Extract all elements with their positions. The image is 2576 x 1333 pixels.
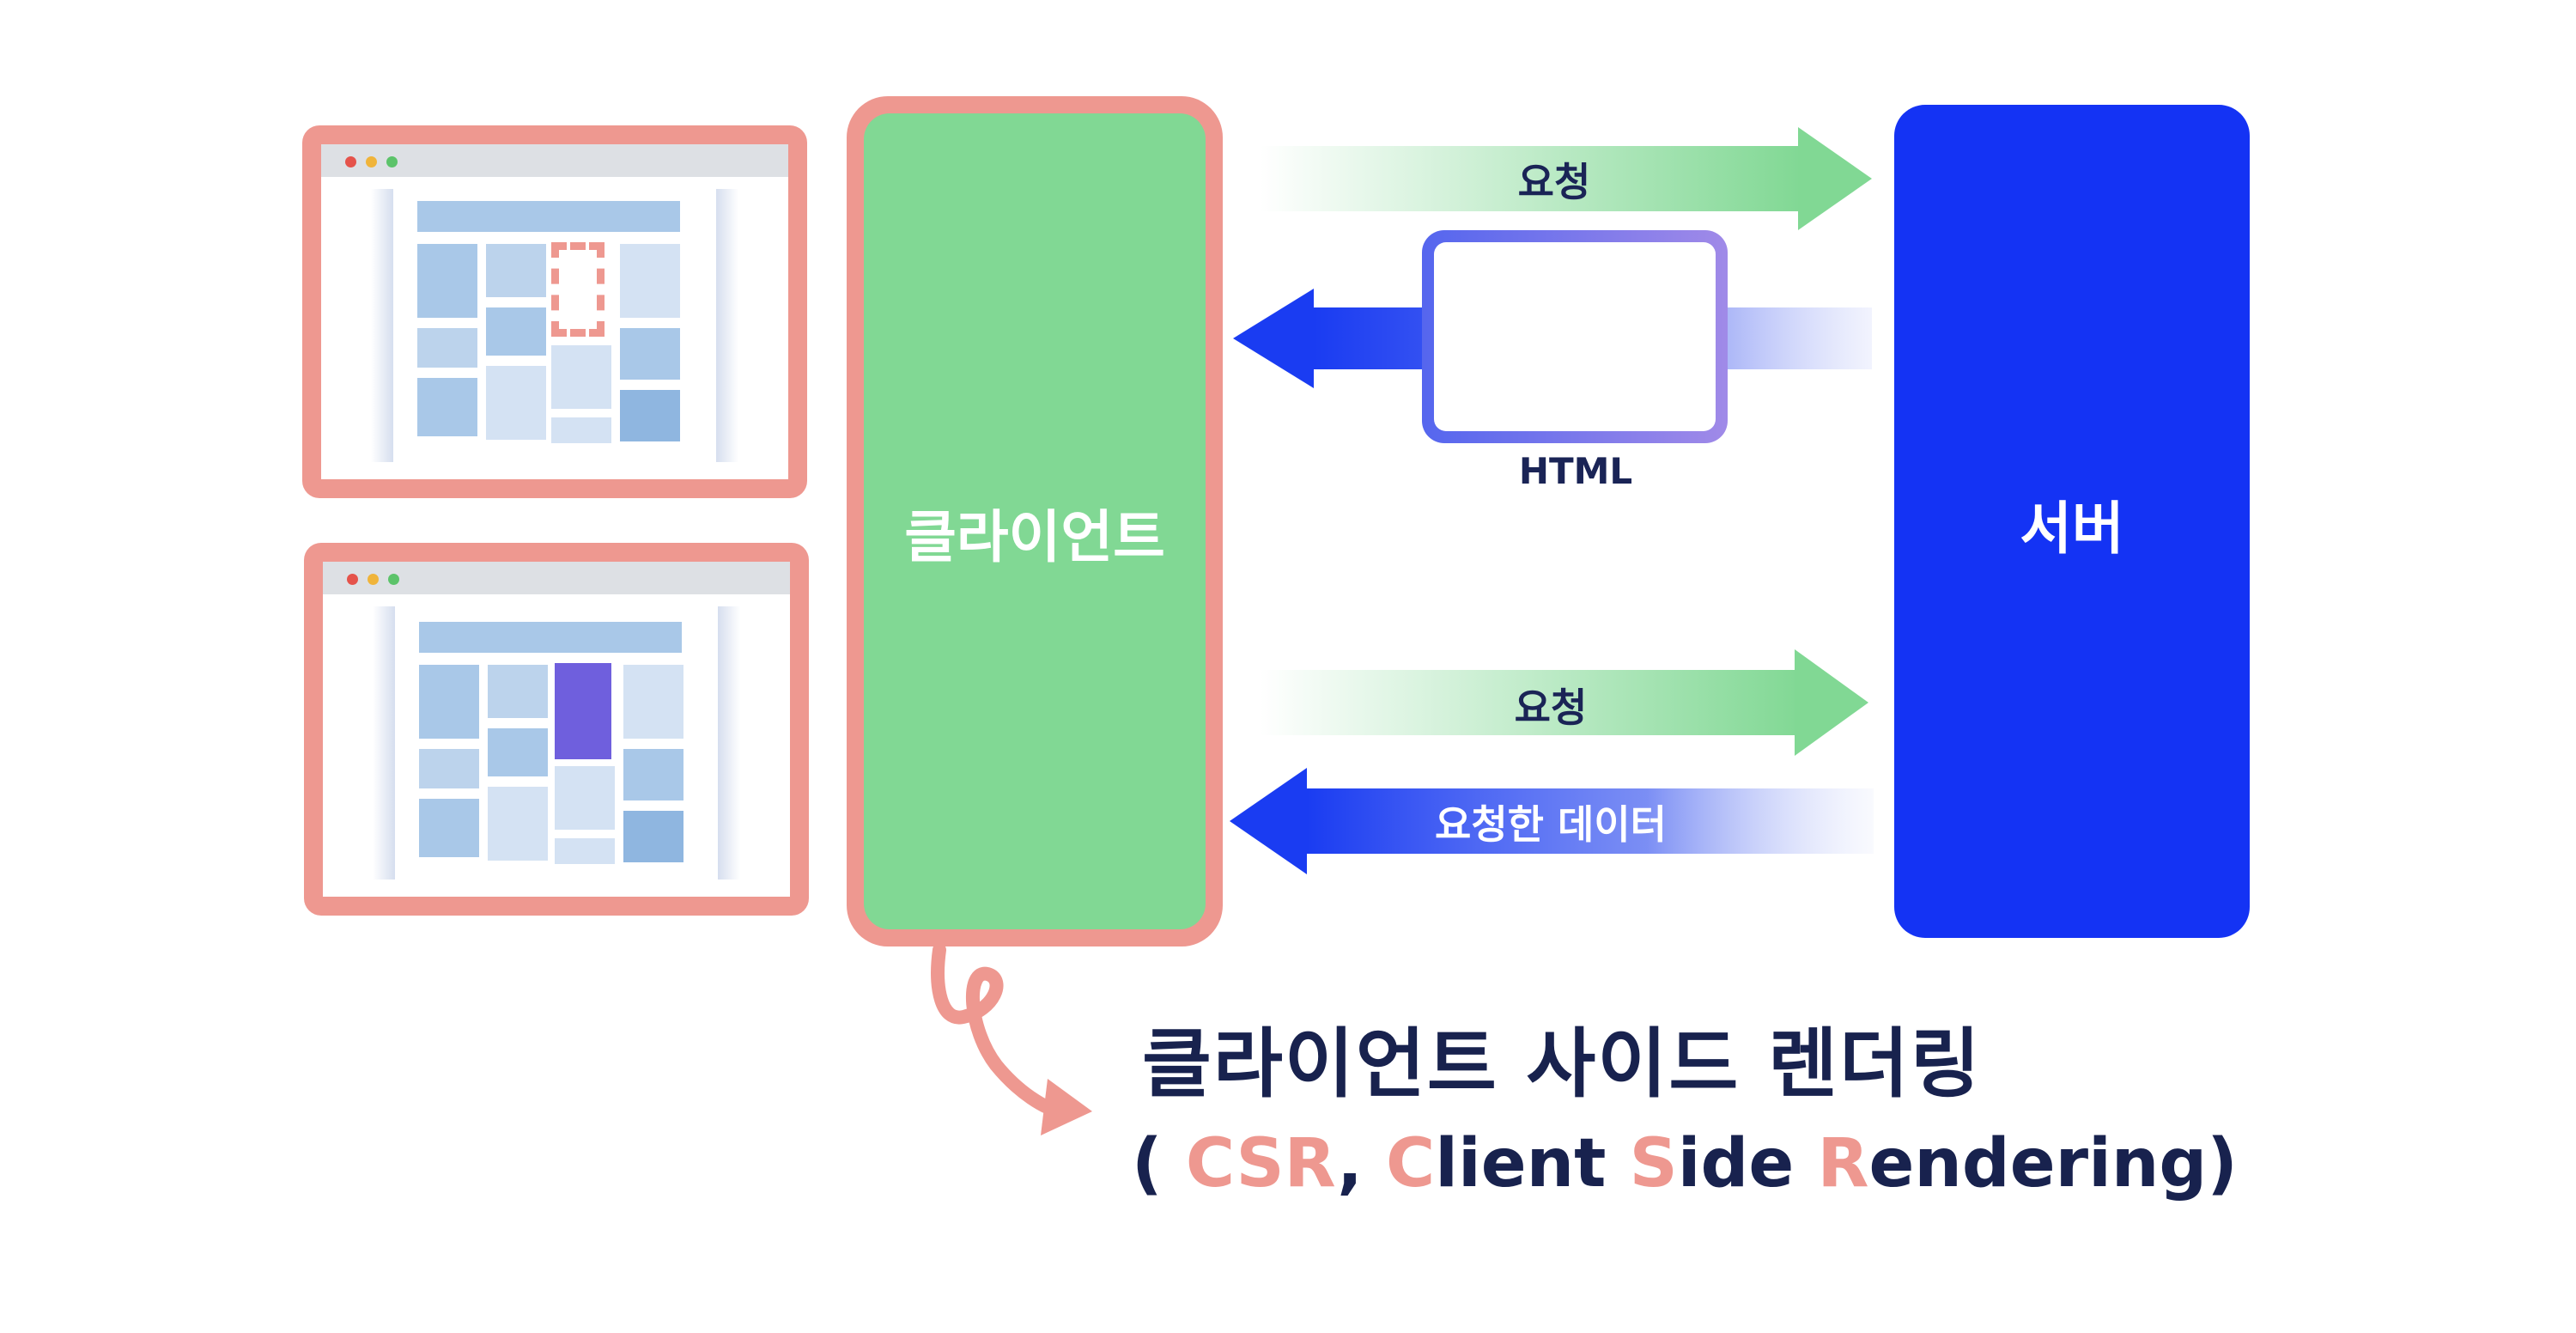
server-box: 서버 bbox=[1894, 105, 2250, 938]
client-box: 클라이언트 bbox=[847, 96, 1223, 946]
html-document-card bbox=[1422, 230, 1728, 443]
content-block bbox=[419, 665, 479, 739]
content-block bbox=[417, 328, 477, 368]
page-header-block bbox=[417, 201, 680, 232]
caption-title: 클라이언트 사이드 렌더링 bbox=[1142, 1020, 1982, 1108]
content-block bbox=[620, 244, 680, 318]
content-block bbox=[620, 390, 680, 441]
caption-subtitle: ( CSR, Client Side Rendering) bbox=[1132, 1125, 2238, 1202]
content-block bbox=[623, 665, 683, 739]
subtitle-s: S bbox=[1629, 1125, 1678, 1202]
request-label-top: 요청 bbox=[1517, 159, 1591, 205]
content-block bbox=[486, 366, 546, 440]
rendered-data-block bbox=[555, 663, 611, 759]
content-block bbox=[419, 799, 479, 857]
subtitle-comma: , bbox=[1337, 1125, 1386, 1202]
browser-window-before bbox=[302, 125, 807, 498]
page-shadow-left bbox=[371, 189, 393, 462]
content-block bbox=[555, 766, 615, 830]
content-block bbox=[555, 838, 615, 864]
client-box-fill: 클라이언트 bbox=[864, 113, 1206, 929]
request-arrow-bottom bbox=[1261, 649, 1868, 756]
html-label: HTML bbox=[1518, 450, 1633, 492]
subtitle-csr: CSR bbox=[1185, 1125, 1338, 1202]
subtitle-lient: lient bbox=[1435, 1125, 1630, 1202]
browser-title-bar bbox=[321, 144, 788, 177]
request-label-bottom: 요청 bbox=[1514, 685, 1588, 731]
server-label: 서버 bbox=[2020, 496, 2124, 562]
content-block bbox=[551, 345, 611, 409]
content-block bbox=[488, 787, 548, 861]
curved-pointer-arrow bbox=[931, 943, 1092, 1135]
minimize-dot-icon bbox=[366, 156, 377, 167]
browser-window-after bbox=[304, 543, 809, 916]
content-block bbox=[417, 378, 477, 436]
subtitle-r: R bbox=[1817, 1125, 1869, 1202]
minimize-dot-icon bbox=[368, 574, 379, 585]
maximize-dot-icon bbox=[386, 156, 398, 167]
content-block bbox=[551, 417, 611, 443]
content-block bbox=[623, 749, 683, 800]
data-response-arrow bbox=[1230, 768, 1874, 874]
close-dot-icon bbox=[347, 574, 358, 585]
content-block bbox=[488, 665, 548, 718]
content-block bbox=[417, 244, 477, 318]
page-header-block bbox=[419, 622, 682, 653]
subtitle-endering: endering) bbox=[1868, 1125, 2238, 1202]
content-block bbox=[623, 811, 683, 862]
close-dot-icon bbox=[345, 156, 356, 167]
client-label: 클라이언트 bbox=[904, 504, 1165, 570]
content-block bbox=[486, 244, 546, 297]
content-block bbox=[486, 307, 546, 356]
subtitle-ide: ide bbox=[1677, 1125, 1818, 1202]
maximize-dot-icon bbox=[388, 574, 399, 585]
response-data-label: 요청한 데이터 bbox=[1435, 801, 1667, 848]
browser-viewport bbox=[323, 562, 790, 897]
browser-viewport bbox=[321, 144, 788, 479]
subtitle-c: C bbox=[1386, 1125, 1436, 1202]
content-block bbox=[419, 749, 479, 788]
subtitle-open-paren: ( bbox=[1132, 1125, 1186, 1202]
request-arrow-top bbox=[1261, 127, 1872, 230]
content-block bbox=[488, 728, 548, 776]
loading-placeholder-block bbox=[551, 242, 605, 337]
browser-title-bar bbox=[323, 562, 790, 594]
page-shadow-left bbox=[373, 606, 395, 880]
content-block bbox=[620, 328, 680, 380]
html-document-page bbox=[1434, 242, 1716, 431]
